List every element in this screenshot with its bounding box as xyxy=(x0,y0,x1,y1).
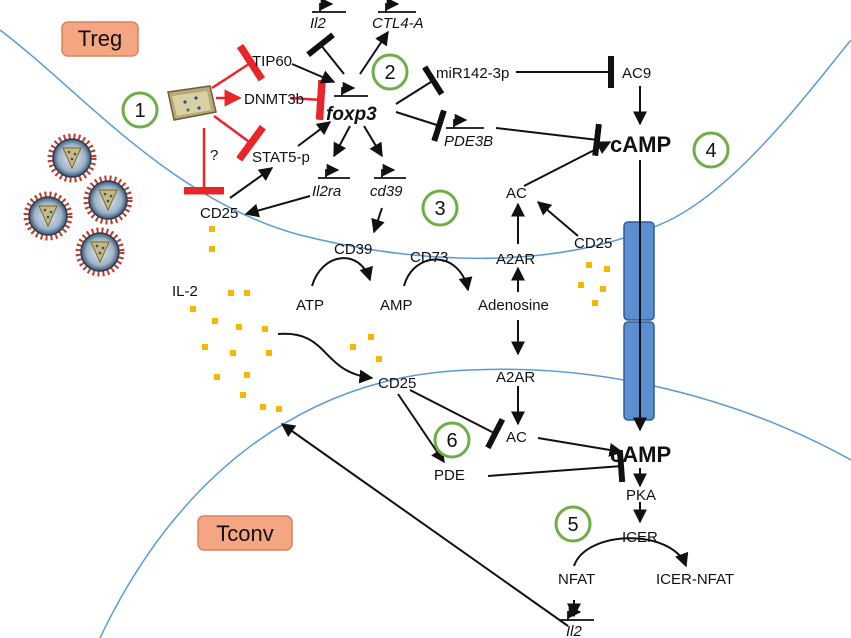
gene-il2-top: Il2 xyxy=(310,15,327,32)
question-mark: ? xyxy=(210,147,218,164)
drug-inhibitions xyxy=(184,43,326,195)
step-5 xyxy=(554,505,592,543)
gene-il2ra: Il2ra xyxy=(312,183,341,200)
promoter-symbols xyxy=(312,4,594,620)
svg-text:5: 5 xyxy=(567,514,578,536)
tconv-label: Tconv xyxy=(197,515,293,551)
svg-text:4: 4 xyxy=(705,140,716,162)
camp-tconv-label: cAMP xyxy=(610,442,671,467)
drug-tablet-icon xyxy=(167,85,217,121)
atp-label: ATP xyxy=(296,297,324,314)
treg-label: Treg xyxy=(61,21,139,57)
treg-membrane xyxy=(0,29,851,259)
il2-dots xyxy=(190,226,610,412)
icer-label: ICER xyxy=(622,529,658,546)
step-markers: 1 2 3 4 5 6 xyxy=(121,53,730,543)
pathway-arrows xyxy=(229,30,689,627)
cd39-label: CD39 xyxy=(334,241,372,258)
mir142-label: miR142-3p xyxy=(436,65,509,82)
pde-label: PDE xyxy=(434,467,465,484)
tip60-label: TIP60 xyxy=(252,53,292,70)
il2-label: IL-2 xyxy=(172,283,198,300)
step-3 xyxy=(421,189,459,227)
svg-text:6: 6 xyxy=(446,430,457,452)
gene-il2-bottom: Il2 xyxy=(566,623,583,638)
membranes xyxy=(0,29,851,638)
ac-top-label: AC xyxy=(506,185,527,202)
a2ar-bottom-label: A2AR xyxy=(496,369,535,386)
cd25-right-label: CD25 xyxy=(574,235,612,252)
svg-text:3: 3 xyxy=(434,198,445,220)
svg-text:Treg: Treg xyxy=(78,26,122,51)
nfat-label: NFAT xyxy=(558,571,595,588)
dnmt3b-label: DNMT3b xyxy=(244,91,304,108)
adenosine-label: Adenosine xyxy=(478,297,549,314)
tconv-membrane xyxy=(99,368,851,638)
step-4 xyxy=(692,131,730,169)
gene-ctl4a: CTL4-A xyxy=(372,15,424,32)
virus-particle-icon xyxy=(26,136,130,274)
step-6 xyxy=(433,421,471,459)
step-1 xyxy=(121,91,159,129)
step-2 xyxy=(371,53,409,91)
svg-text:2: 2 xyxy=(384,62,395,84)
ac9-label: AC9 xyxy=(622,65,651,82)
labels: Il2 CTL4-A TIP60 DNMT3b foxp3 ? STAT5-p … xyxy=(172,15,734,638)
cd25-left-label: CD25 xyxy=(200,205,238,222)
ac-bottom-label: AC xyxy=(506,429,527,446)
gene-pde3b: PDE3B xyxy=(444,133,493,150)
amp-label: AMP xyxy=(380,297,413,314)
icer-nfat-label: ICER-NFAT xyxy=(656,571,734,588)
a2ar-top-label: A2AR xyxy=(496,251,535,268)
svg-text:Tconv: Tconv xyxy=(216,521,273,546)
svg-text:1: 1 xyxy=(134,100,145,122)
gene-foxp3: foxp3 xyxy=(326,104,377,125)
camp-treg-label: cAMP xyxy=(610,132,671,157)
cd25-center-label: CD25 xyxy=(378,375,416,392)
gene-cd39: cd39 xyxy=(370,183,403,200)
cd73-label: CD73 xyxy=(410,249,448,266)
pka-label: PKA xyxy=(626,487,656,504)
stat5p-label: STAT5-p xyxy=(252,149,310,166)
